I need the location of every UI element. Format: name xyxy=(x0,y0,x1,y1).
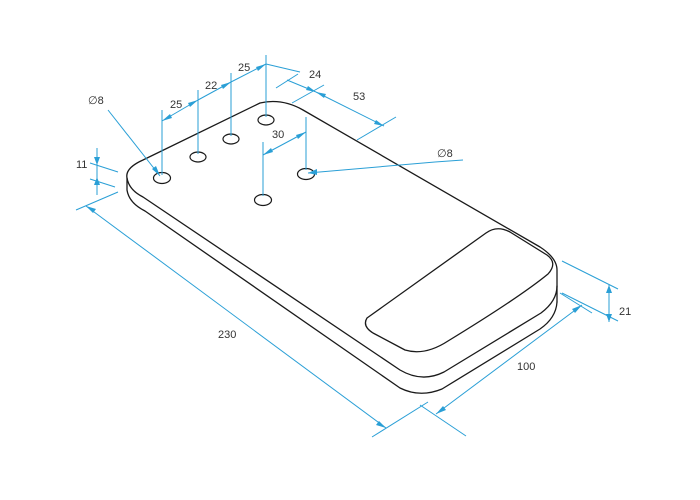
arrowhead xyxy=(376,421,386,428)
label-22: 22 xyxy=(205,80,217,92)
arrowhead xyxy=(86,206,96,213)
extension-line xyxy=(561,260,619,290)
arrowhead xyxy=(221,82,231,89)
plate-body xyxy=(126,100,558,394)
arrowhead xyxy=(94,177,100,185)
extension-line xyxy=(559,292,593,314)
arrowhead xyxy=(306,86,316,92)
top-face-outline xyxy=(126,100,558,378)
dim-line-53 xyxy=(315,91,385,127)
extension-line xyxy=(75,191,119,211)
extension-line xyxy=(265,63,301,73)
holes xyxy=(152,114,316,207)
arrowhead xyxy=(162,114,172,121)
label-11: 11 xyxy=(76,159,87,171)
arrowhead xyxy=(308,169,317,175)
arrowhead xyxy=(152,166,160,176)
label-100: 100 xyxy=(517,361,535,373)
label-53: 53 xyxy=(353,91,365,103)
label-dia-right: ∅8 xyxy=(437,148,453,160)
extension-line xyxy=(356,116,397,141)
extension-line xyxy=(371,401,429,438)
dimension-lines xyxy=(75,55,619,438)
arrowhead xyxy=(436,406,446,414)
label-30: 30 xyxy=(272,129,284,141)
arrowhead xyxy=(316,92,326,98)
arrowhead xyxy=(263,148,273,155)
label-230: 230 xyxy=(218,329,236,341)
hole xyxy=(296,167,316,181)
label-25b: 25 xyxy=(238,62,250,74)
dim-line-100 xyxy=(435,304,583,415)
arrowhead xyxy=(256,64,266,71)
arrowhead xyxy=(572,305,582,313)
arrowhead xyxy=(374,120,384,126)
extension-line xyxy=(275,73,299,89)
leader-line-dia-right-shelf xyxy=(434,159,464,163)
extension-line xyxy=(419,404,467,437)
label-25a: 25 xyxy=(170,99,182,111)
extension-line xyxy=(89,178,116,188)
dim-line-230 xyxy=(85,205,387,429)
arrowhead xyxy=(94,157,100,165)
dimension-labels: ∅8 ∅8 25 22 25 24 53 30 11 230 100 21 xyxy=(76,62,631,373)
label-21: 21 xyxy=(619,306,631,318)
leader-line-dia-left xyxy=(107,109,161,177)
arrowhead xyxy=(188,100,198,107)
extension-line xyxy=(89,162,119,173)
label-dia-left: ∅8 xyxy=(88,95,104,107)
arrowhead xyxy=(296,132,306,139)
leader-line-dia-right xyxy=(307,161,436,174)
top-face-front-edge xyxy=(126,177,558,394)
raised-pad xyxy=(364,228,554,353)
arrowhead xyxy=(606,314,612,322)
extension-line xyxy=(291,84,325,104)
hole xyxy=(253,193,273,207)
arrowhead xyxy=(606,285,612,293)
label-24: 24 xyxy=(309,69,321,81)
